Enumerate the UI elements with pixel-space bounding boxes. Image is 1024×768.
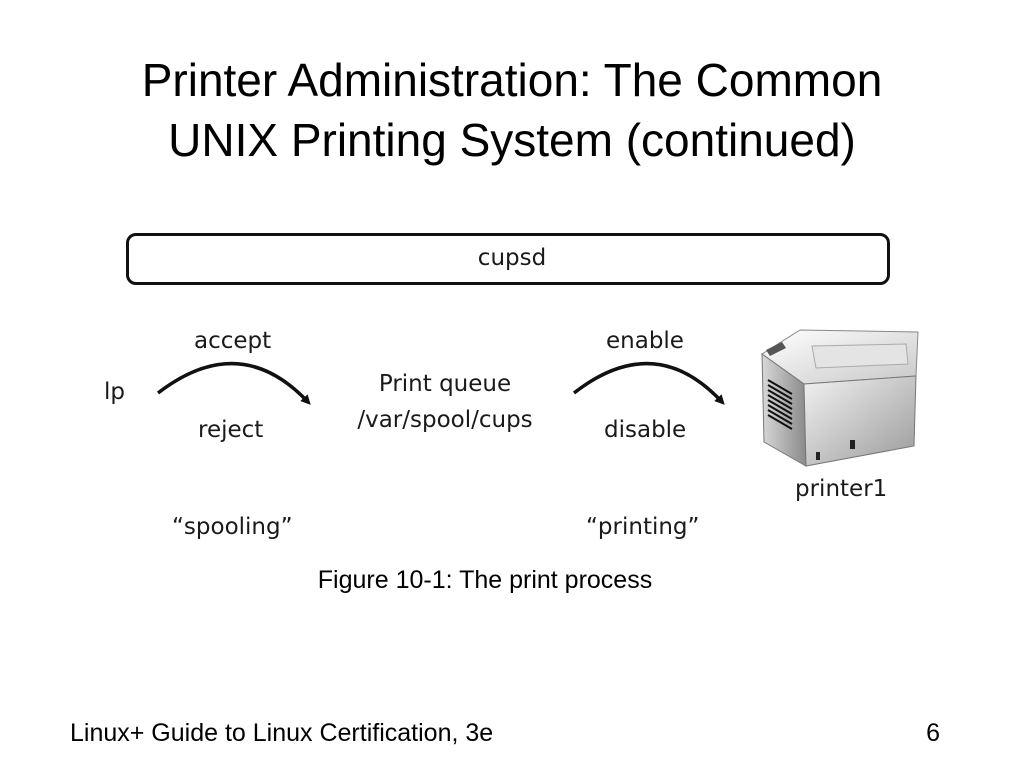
title-line-2: UNIX Printing System (continued): [168, 114, 856, 166]
footer-text: Linux+ Guide to Linux Certification, 3e: [70, 719, 494, 747]
slide-title: Printer Administration: The Common UNIX …: [40, 50, 984, 170]
enable-label: enable: [606, 328, 684, 354]
printer1-label: printer1: [795, 476, 888, 502]
enable-arrow: [572, 362, 725, 405]
disable-label: disable: [604, 417, 687, 443]
print-queue-label: Print queue: [378, 371, 512, 397]
reject-label: reject: [198, 417, 264, 443]
accept-arrow: [156, 362, 311, 405]
cupsd-daemon-box: [126, 233, 890, 285]
figure-caption: Figure 10-1: The print process: [317, 566, 653, 594]
printing-label: “printing”: [586, 514, 700, 540]
accept-label: accept: [194, 328, 272, 354]
page-number: 6: [926, 719, 940, 747]
printer-icon: [761, 329, 919, 467]
title-line-1: Printer Administration: The Common: [141, 54, 883, 106]
lp-label: lp: [104, 379, 125, 405]
queue-path-label: /var/spool/cups: [357, 407, 533, 433]
cupsd-label: cupsd: [477, 245, 547, 271]
spooling-label: “spooling”: [172, 514, 293, 540]
